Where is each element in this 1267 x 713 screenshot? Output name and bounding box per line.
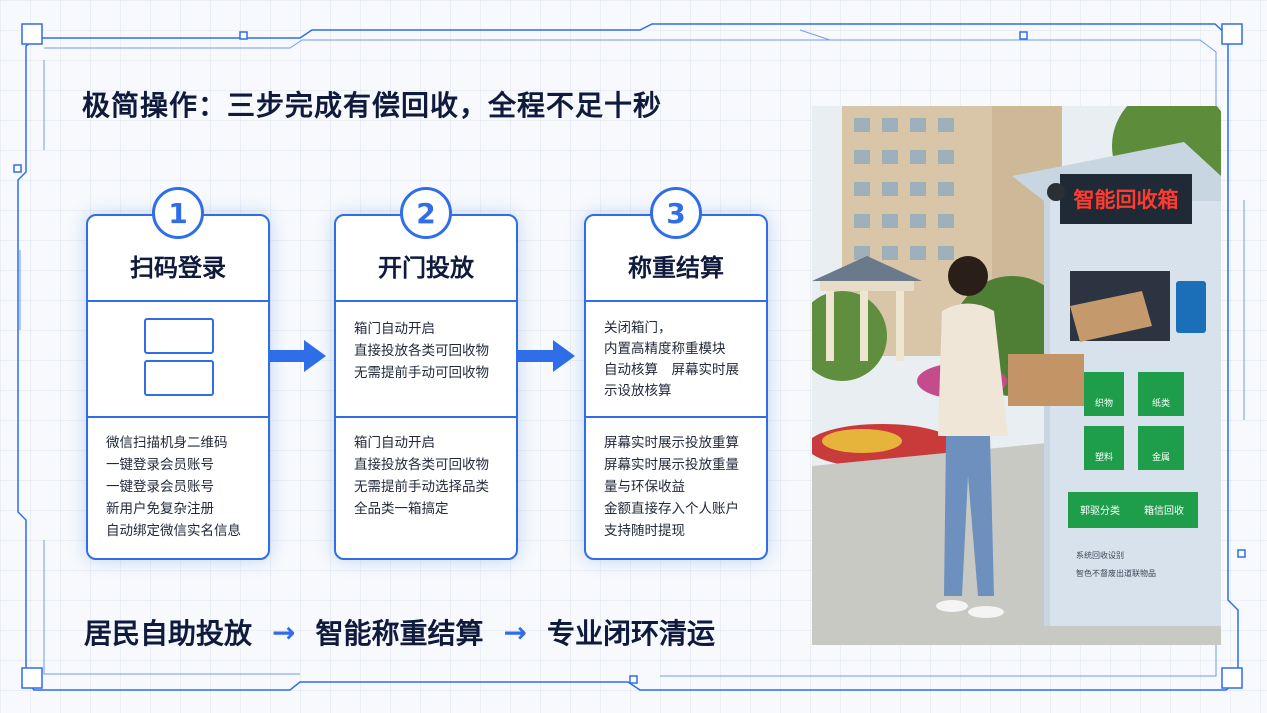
- step-1-detail-line: 自动绑定微信实名信息: [106, 523, 241, 539]
- step-3-summary-line: 示设放核算: [604, 383, 672, 399]
- step-2-summary-line: 直接投放各类可回收物: [354, 343, 489, 359]
- step-3-detail-line: 量与环保收益: [604, 479, 685, 495]
- footer-item-residents: 居民自助投放: [84, 617, 253, 650]
- divider: [586, 416, 766, 418]
- step-3-details: 屏幕实时展示投放重算 屏幕实时展示投放重量 量与环保收益 金额直接存入个人账户 …: [604, 432, 758, 542]
- divider: [336, 300, 516, 302]
- arrow-right-icon: →: [503, 615, 527, 649]
- step-1-title: 扫码登录: [130, 254, 226, 282]
- step-1-detail-line: 微信扫描机身二维码: [106, 435, 228, 451]
- step-3-title: 称重结算: [628, 254, 724, 282]
- step-2-summary: 箱门自动开启 直接投放各类可回收物 无需提前手动可回收物: [354, 318, 508, 384]
- step-3-summary-line: 内置高精度称重模块: [604, 341, 726, 357]
- step-3-detail-line: 金额直接存入个人账户: [604, 501, 739, 517]
- step-2-number-badge: 2: [400, 187, 452, 239]
- step-2-detail-line: 无需提前手动选择品类: [354, 479, 489, 495]
- panel-label: 塑料: [1095, 451, 1113, 463]
- step-3-detail-line: 屏幕实时展示投放重量: [604, 457, 739, 473]
- step-card-1: 扫码登录 微信扫描机身二维码 一键登录会员账号 一键登录会员账号 新用户免复杂注…: [86, 214, 270, 560]
- step-3-detail-line: 支持随时提现: [604, 523, 685, 539]
- placeholder-box-top: [144, 318, 214, 354]
- step-3-number-badge: 3: [650, 187, 702, 239]
- step-2-details: 箱门自动开启 直接投放各类可回收物 无需提前手动选择品类 全品类一箱搞定: [354, 432, 508, 520]
- step-1-detail-line: 一键登录会员账号: [106, 457, 214, 473]
- panel-label: 纸类: [1152, 397, 1170, 409]
- step-1-number-badge: 1: [152, 187, 204, 239]
- step-1-detail-line: 新用户免复杂注册: [106, 501, 214, 517]
- band-label-left: 郭驱分类: [1080, 504, 1120, 517]
- recycling-machine-photo: 智能回收箱 织物 纸类 塑料 金属 郭驱分类 箱信回收 系统回收设别 智色不督废…: [812, 106, 1221, 645]
- step-1-details: 微信扫描机身二维码 一键登录会员账号 一键登录会员账号 新用户免复杂注册 自动绑…: [106, 432, 260, 542]
- panel-label: 织物: [1095, 397, 1113, 409]
- step-3-summary-line: 关闭箱门，: [604, 320, 672, 336]
- step-2-detail-line: 箱门自动开启: [354, 435, 435, 451]
- step-2-summary-line: 箱门自动开启: [354, 321, 435, 337]
- step-2-detail-line: 直接投放各类可回收物: [354, 457, 489, 473]
- step-3-summary-line: 自动核算 屏幕实时展: [604, 362, 739, 378]
- divider: [88, 300, 268, 302]
- divider: [586, 300, 766, 302]
- footer-item-weighing: 智能称重结算: [315, 617, 484, 650]
- step-card-2: 开门投放 箱门自动开启 直接投放各类可回收物 无需提前手动可回收物 箱门自动开启…: [334, 214, 518, 560]
- placeholder-box-bottom: [144, 360, 214, 396]
- footer-flow: 居民自助投放 → 智能称重结算 → 专业闭环清运: [84, 612, 715, 652]
- step-2-detail-line: 全品类一箱搞定: [354, 501, 449, 517]
- step-2-title: 开门投放: [378, 254, 474, 282]
- step-2-summary-line: 无需提前手动可回收物: [354, 365, 489, 381]
- machine-caption-1: 系统回收设别: [1076, 550, 1124, 560]
- panel-label: 金属: [1152, 451, 1170, 463]
- photo-scene: 智能回收箱 织物 纸类 塑料 金属 郭驱分类 箱信回收 系统回收设别 智色不督废…: [812, 106, 1221, 645]
- page-title: 极简操作：三步完成有偿回收，全程不足十秒: [82, 89, 663, 122]
- divider: [336, 416, 516, 418]
- machine-sign: 智能回收箱: [1074, 188, 1179, 212]
- step-1-detail-line: 一键登录会员账号: [106, 479, 214, 495]
- machine-caption-2: 智色不督废出道联物品: [1076, 568, 1156, 578]
- step-3-detail-line: 屏幕实时展示投放重算: [604, 435, 739, 451]
- step-3-summary: 关闭箱门， 内置高精度称重模块 自动核算 屏幕实时展 示设放核算: [604, 318, 758, 402]
- flow-arrow-right-icon: [517, 340, 575, 372]
- flow-arrow-right-icon: [268, 340, 326, 372]
- band-label-right: 箱信回收: [1144, 504, 1184, 517]
- step-card-3: 称重结算 关闭箱门， 内置高精度称重模块 自动核算 屏幕实时展 示设放核算 屏幕…: [584, 214, 768, 560]
- divider: [88, 416, 268, 418]
- footer-item-transport: 专业闭环清运: [546, 617, 715, 650]
- arrow-right-icon: →: [272, 615, 296, 649]
